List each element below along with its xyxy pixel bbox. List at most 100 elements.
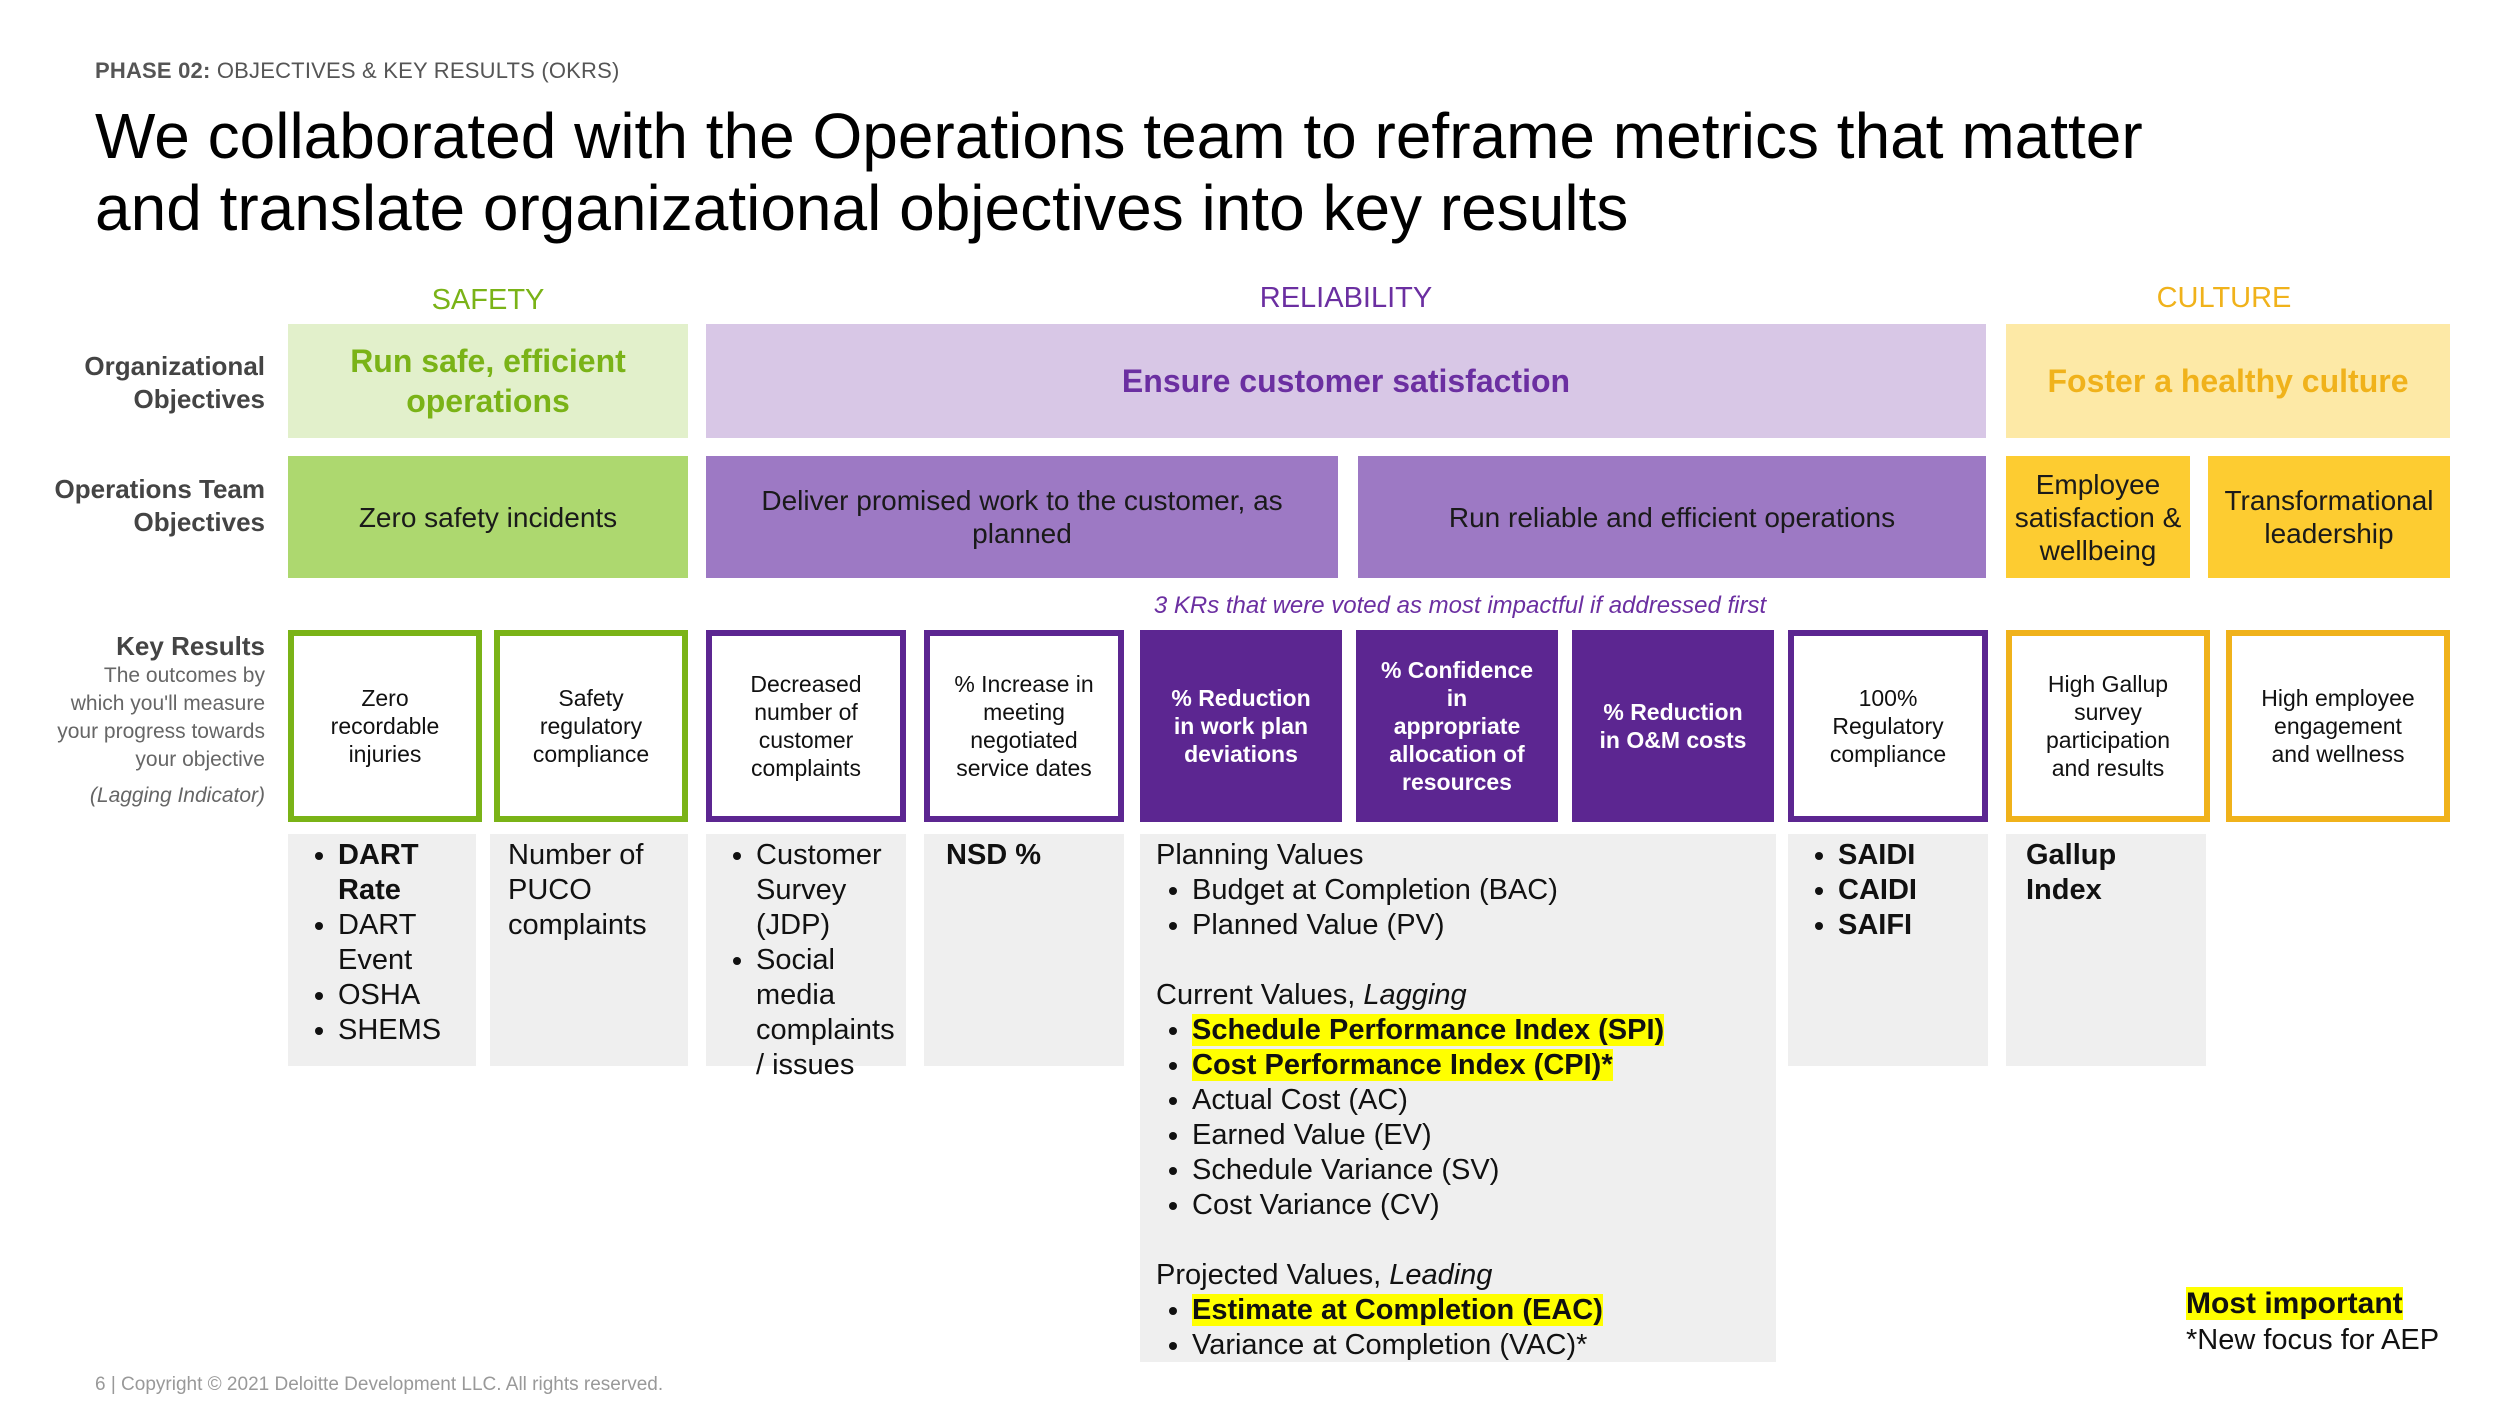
ops-objective-text: leadership (2264, 518, 2394, 549)
legend-most-important: Most important (2186, 1287, 2403, 1320)
kr-text: service dates (956, 755, 1092, 781)
ops-objective-transformational: Transformational leadership (2208, 456, 2450, 578)
org-objective-text: Run safe, efficient (350, 343, 626, 379)
list-item: Variance at Completion (VAC)* (1192, 1328, 1762, 1363)
kr-text: in O&M costs (1599, 727, 1747, 753)
row-label-org-objectives: Organizational Objectives (40, 350, 265, 416)
kr-text: injuries (348, 741, 422, 767)
detail-gallup: Gallup Index (2006, 834, 2206, 1066)
legend: Most important *New focus for AEP (2186, 1286, 2466, 1358)
list-item: OSHA (338, 978, 462, 1013)
kr-text: meeting (983, 699, 1065, 725)
ops-objective-text: Deliver promised work to the customer, a… (761, 485, 1283, 516)
desc-line: your progress towards (57, 720, 265, 743)
highlighted-text: Estimate at Completion (EAC) (1192, 1294, 1603, 1326)
org-objective-reliability: Ensure customer satisfaction (706, 324, 1986, 438)
list-text: DART (338, 909, 417, 941)
detail-earned-value: Planning Values Budget at Completion (BA… (1140, 834, 1776, 1362)
kr-text: and wellness (2271, 741, 2405, 767)
heading-emphasis: Lagging (1363, 979, 1467, 1011)
kr-text: % Confidence (1380, 657, 1534, 683)
list-item: Cost Performance Index (CPI)* (1192, 1048, 1762, 1083)
ops-objective-text: wellbeing (2039, 534, 2157, 566)
ops-objective-run: Run reliable and efficient operations (1358, 456, 1986, 578)
key-results-title: Key Results (116, 631, 265, 661)
row-label-text: Objectives (133, 384, 265, 414)
detail-text: complaints (508, 909, 647, 941)
category-safety: SAFETY (431, 283, 545, 316)
org-objective-safety: Run safe, efficient operations (288, 324, 688, 438)
phase-text: OBJECTIVES & KEY RESULTS (OKRS) (216, 58, 620, 83)
list-item: Planned Value (PV) (1192, 908, 1762, 943)
section-heading: Current Values, Lagging (1156, 978, 1762, 1013)
list-item: Budget at Completion (BAC) (1192, 873, 1762, 908)
page-title: We collaborated with the Operations team… (95, 100, 2395, 244)
kr-text: customer (758, 727, 854, 753)
row-label-key-results: Key Results The outcomes by which you'll… (20, 630, 265, 810)
heading-text: Projected Values, (1156, 1259, 1382, 1291)
kr-text: regulatory (539, 713, 643, 739)
legend-new-focus: *New focus for AEP (2186, 1324, 2440, 1356)
kr-text: Safety (558, 685, 624, 711)
section-heading: Planning Values (1156, 839, 1364, 871)
ops-objective-safety: Zero safety incidents (288, 456, 688, 578)
row-label-text: Organizational (84, 351, 265, 381)
desc-line: The outcomes by (103, 664, 265, 687)
row-label-ops-objectives: Operations Team Objectives (20, 473, 265, 539)
list-text: (JDP) (756, 909, 831, 941)
lagging-indicator-label: (Lagging Indicator) (89, 784, 265, 807)
kr-text: compliance (532, 741, 650, 767)
kr-text: % Reduction (1603, 699, 1743, 725)
list-item: Schedule Performance Index (SPI) (1192, 1013, 1762, 1048)
org-objective-culture: Foster a healthy culture (2006, 324, 2450, 438)
list-text: Customer (756, 839, 882, 871)
kr-text: survey (2074, 699, 2142, 725)
detail-nsd: NSD % (924, 834, 1124, 1066)
list-text: media (756, 979, 835, 1011)
list-item: Actual Cost (AC) (1192, 1083, 1762, 1118)
ops-objective-text: Transformational (2224, 485, 2434, 516)
kr-text: number of (754, 699, 858, 725)
desc-line: which you'll measure (70, 692, 265, 715)
kr-text: recordable (330, 713, 440, 739)
kr-text: complaints (751, 755, 861, 781)
row-label-text: Operations Team (54, 474, 265, 504)
list-text: Survey (756, 874, 847, 906)
kr-vote-note: 3 KRs that were voted as most impactful … (1153, 592, 1767, 619)
kr-text: High employee (2261, 685, 2415, 711)
list-item: SAIDI (1838, 838, 1974, 873)
detail-reliability-indices: SAIDI CAIDI SAIFI (1788, 834, 1988, 1066)
kr-text: High Gallup (2047, 671, 2169, 697)
phase-number: PHASE 02: (95, 58, 211, 83)
kr-text: deviations (1184, 741, 1298, 767)
heading-text: Current Values, (1156, 979, 1356, 1011)
org-objective-text: operations (406, 383, 570, 419)
kr-text: Decreased (750, 671, 862, 697)
footer-copyright: 6 | Copyright © 2021 Deloitte Developmen… (95, 1374, 664, 1395)
detail-text: Number of (508, 839, 644, 871)
kr-text: in work plan (1173, 713, 1309, 739)
kr-text: compliance (1829, 741, 1947, 767)
detail-puco: Number of PUCO complaints (490, 834, 688, 1066)
category-reliability: RELIABILITY (1259, 281, 1433, 314)
list-item: SAIFI (1838, 908, 1974, 943)
ops-objective-text: Employee (2035, 468, 2161, 500)
desc-line: your objective (135, 748, 265, 771)
kr-text: negotiated (970, 727, 1078, 753)
highlighted-text: Cost Performance Index (CPI)* (1192, 1049, 1613, 1081)
kr-text: appropriate (1393, 713, 1521, 739)
key-results-description: The outcomes by which you'll measure you… (20, 662, 265, 774)
